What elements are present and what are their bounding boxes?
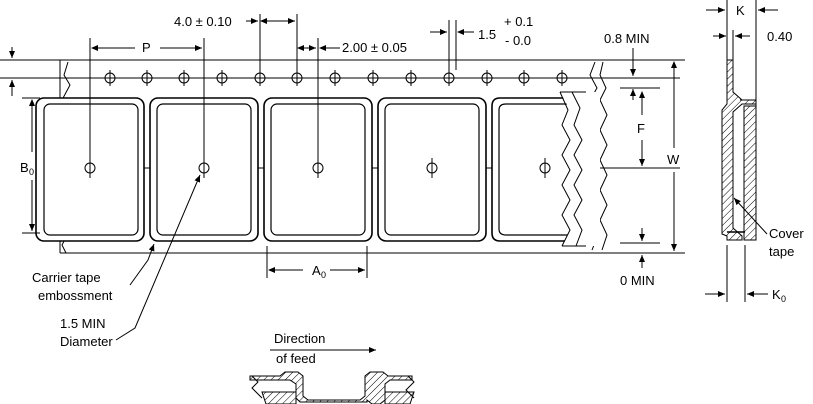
label-pitch-2: 2.00 ± 0.05	[342, 40, 407, 55]
label-hole-min-2: Diameter	[60, 334, 113, 349]
sprocket-hole	[291, 70, 303, 86]
label-tol-minus: - 0.0	[505, 33, 531, 48]
label-p: P	[142, 40, 151, 55]
label-b0-sub: 0	[29, 167, 34, 177]
pocket-partial	[491, 91, 600, 247]
sprocket-hole	[481, 70, 493, 86]
dim-hole-15: 1.5 + 0.1 - 0.0	[430, 14, 533, 48]
dim-a0: A 0	[266, 246, 368, 280]
sprocket-hole	[556, 70, 568, 86]
side-view: K 0.40 K 0 Cover tape	[705, 0, 804, 304]
dim-pitch-4: 4.0 ± 0.10	[174, 14, 295, 29]
label-tol-plus: + 0.1	[504, 14, 533, 29]
label-f: F	[637, 121, 645, 136]
callout-carrier: Carrier tape embossment	[32, 243, 155, 303]
sprocket-hole	[178, 70, 190, 86]
sprocket-hole	[405, 70, 417, 86]
pocket-hole	[539, 158, 551, 178]
callout-hole-min: 1.5 MIN Diameter	[60, 174, 201, 349]
dim-pitch-2: 2.00 ± 0.05	[297, 40, 407, 55]
pockets	[35, 91, 600, 247]
label-cover-2: tape	[769, 244, 794, 259]
label-carrier-1: Carrier tape	[32, 270, 101, 285]
sprocket-hole	[443, 70, 455, 86]
label-k0-sub: 0	[781, 294, 786, 304]
label-cover-1: Cover	[769, 226, 804, 241]
label-k: K	[736, 3, 745, 18]
label-b0: B	[20, 160, 29, 175]
sprocket-hole	[141, 70, 153, 86]
dim-0-min: 0 MIN	[620, 228, 660, 288]
dim-f: F	[637, 91, 645, 166]
label-hole-15: 1.5	[478, 27, 496, 42]
label-direction-2: of feed	[276, 351, 316, 366]
dim-edge-offset	[0, 47, 60, 96]
label-w: W	[667, 152, 680, 167]
sprocket-hole	[254, 70, 266, 86]
sprocket-hole	[216, 70, 228, 86]
sprocket-hole	[518, 70, 530, 86]
pocket-hole	[426, 158, 438, 178]
sprocket-hole	[367, 70, 379, 86]
dim-08-min: 0.8 MIN	[595, 31, 685, 100]
label-k-val: 0.40	[767, 29, 792, 44]
label-08-min: 0.8 MIN	[604, 31, 650, 46]
sprocket-hole	[104, 70, 116, 86]
dim-p: P	[91, 40, 202, 55]
label-0-min: 0 MIN	[620, 273, 655, 288]
dim-w: W	[600, 61, 685, 254]
label-carrier-2: embossment	[38, 288, 113, 303]
label-pitch-4: 4.0 ± 0.10	[174, 14, 232, 29]
label-hole-min-1: 1.5 MIN	[60, 316, 106, 331]
label-k0: K	[772, 287, 781, 302]
dim-b0: B 0	[20, 97, 40, 234]
direction-of-feed: Direction of feed	[249, 331, 415, 404]
sprocket-holes	[104, 70, 568, 86]
label-a0-sub: 0	[321, 270, 326, 280]
sprocket-hole	[329, 70, 341, 86]
label-a0: A	[312, 263, 321, 278]
label-direction-1: Direction	[274, 331, 325, 346]
